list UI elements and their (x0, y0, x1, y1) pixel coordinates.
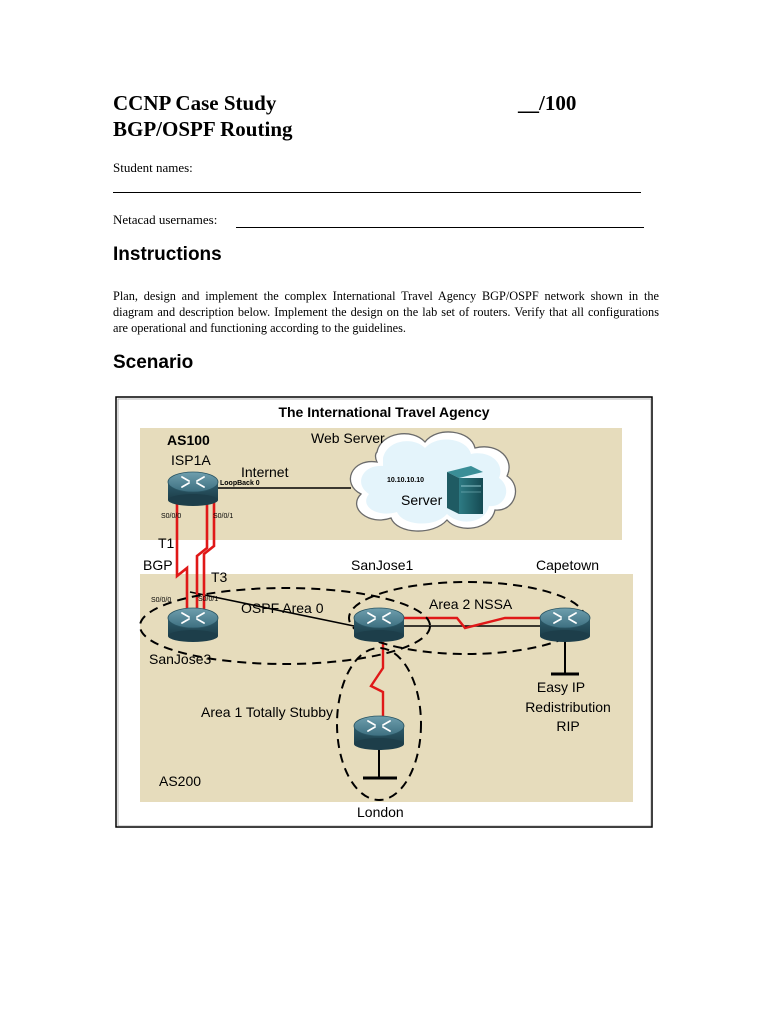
sanjose1-label: SanJose1 (351, 557, 413, 573)
area0-link (189, 591, 355, 627)
instructions-heading: Instructions (113, 244, 222, 265)
area2-link (403, 616, 541, 630)
network-diagram: The International Travel Agency (115, 396, 653, 828)
score-field: __/100 (518, 91, 577, 115)
title-line-2: BGP/OSPF Routing (113, 117, 293, 141)
ospf-area0-boundary (139, 587, 431, 665)
s000-bottom-label: S0/0/0 (151, 597, 171, 604)
t1-label: T1 (158, 535, 175, 551)
router-icon-sanjose1 (353, 607, 405, 642)
area1-link (369, 642, 385, 716)
serial-link-t3 (195, 500, 216, 616)
server-label: Server (401, 492, 443, 508)
loopback-label: LoopBack 0 (220, 480, 260, 487)
t3-label: T3 (211, 569, 228, 585)
s001-bottom-label: S0/0/1 (198, 596, 218, 603)
sanjose3-label: SanJose3 (149, 651, 211, 667)
instructions-paragraph: Plan, design and implement the complex I… (113, 289, 659, 335)
netacad-usernames-line (236, 227, 644, 228)
area1-boundary (336, 647, 422, 801)
router-icon-capetown (539, 607, 591, 642)
s000-top-label: S0/0/0 (161, 513, 181, 520)
router-icon-sanjose3 (167, 607, 219, 642)
bgp-label: BGP (143, 557, 173, 573)
area1-label: Area 1 Totally Stubby (201, 704, 333, 720)
ospf-area0-label: OSPF Area 0 (241, 600, 324, 616)
rip-label: RIP (556, 718, 579, 734)
student-names-line (113, 192, 641, 193)
web-server-label: Web Server (311, 430, 385, 446)
student-names-label: Student names: (113, 160, 193, 175)
scenario-heading: Scenario (113, 352, 194, 373)
capetown-label: Capetown (536, 557, 599, 573)
redistribution-label: Redistribution (525, 699, 611, 715)
serial-link-t1 (175, 500, 189, 620)
server-icon (447, 466, 483, 514)
as100-label: AS100 (167, 432, 210, 448)
router-icon-london (353, 715, 405, 750)
area2-nssa-label: Area 2 NSSA (429, 596, 513, 612)
london-label: London (357, 804, 404, 820)
document-title: CCNP Case Study BGP/OSPF Routing __/100 (113, 90, 593, 144)
title-line-1: CCNP Case Study (113, 91, 277, 115)
isp1a-label: ISP1A (171, 452, 211, 468)
easy-ip-label: Easy IP (537, 679, 585, 695)
server-ip-label: 10.10.10.10 (387, 477, 424, 484)
netacad-usernames-label: Netacad usernames: (113, 212, 218, 227)
diagram-title: The International Travel Agency (278, 404, 489, 420)
router-icon-isp1a (167, 471, 219, 506)
network-diagram-svg: The International Travel Agency (115, 396, 653, 828)
internet-label: Internet (241, 464, 289, 480)
as200-label: AS200 (159, 773, 201, 789)
s001-top-label: S0/0/1 (213, 513, 233, 520)
